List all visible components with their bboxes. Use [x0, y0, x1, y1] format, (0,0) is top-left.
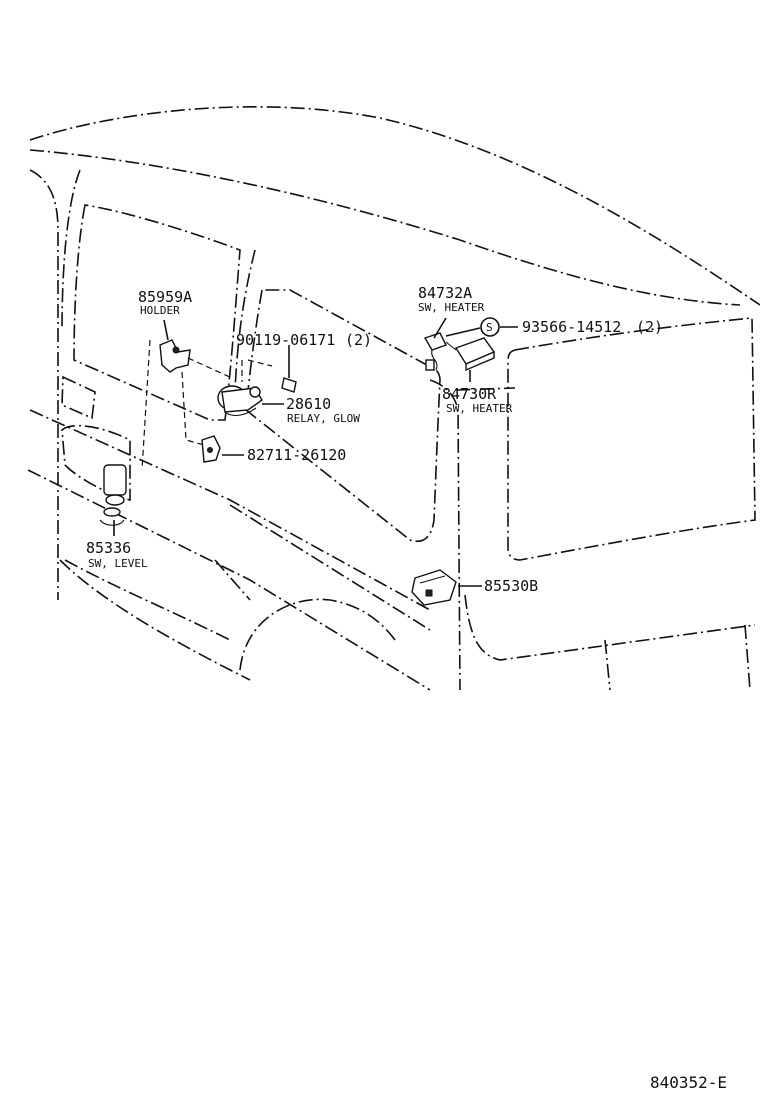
diagram-id: 840352-E	[650, 1073, 727, 1092]
part-number-heater-a: 84732A	[418, 284, 472, 302]
part-number-level-switch: 85336	[86, 539, 131, 557]
part-number-heater-r: 84730R	[442, 385, 497, 403]
relay-glow-part	[217, 385, 263, 417]
clip-part	[201, 435, 221, 463]
part-number-bolt: 90119-06171	[236, 331, 335, 349]
switch-85530b-part	[411, 569, 457, 606]
part-number-clip: 82711-26120	[247, 446, 346, 464]
leader-heater-a	[433, 317, 447, 339]
leader-holder	[163, 319, 169, 341]
part-number-93566: 93566-14512	[522, 318, 621, 336]
vehicle-body-outline	[27, 106, 760, 691]
part-qty-bolt: (2)	[345, 331, 372, 349]
marker-s-circle	[480, 317, 500, 337]
part-number-85530b: 85530B	[484, 577, 538, 595]
level-switch-part	[99, 464, 127, 526]
heater-switch-a-part	[423, 332, 447, 371]
heater-switch-r-part	[445, 337, 496, 372]
part-name-level-switch: SW, LEVEL	[88, 557, 148, 570]
part-name-holder: HOLDER	[140, 304, 180, 317]
part-name-heater-a: SW, HEATER	[418, 301, 485, 314]
leader-marker-s	[445, 327, 481, 337]
part-number-relay: 28610	[286, 395, 331, 413]
holder-part	[159, 339, 191, 373]
marker-s-letter: S	[486, 321, 493, 334]
part-name-heater-r: SW, HEATER	[446, 402, 513, 415]
part-number-holder: 85959A	[138, 288, 192, 306]
part-qty-93566: (2)	[636, 318, 663, 336]
part-name-relay: RELAY, GLOW	[287, 412, 360, 425]
bolt-part	[281, 345, 297, 393]
